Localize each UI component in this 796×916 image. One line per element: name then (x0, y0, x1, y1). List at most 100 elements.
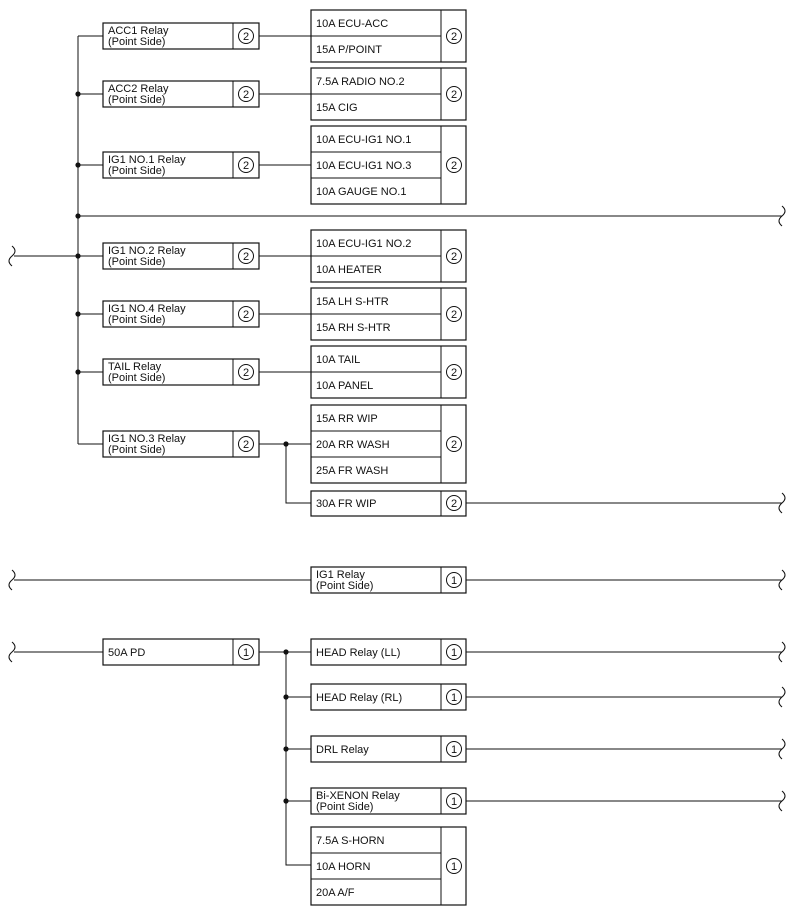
connector-number-icon (238, 436, 254, 452)
relay-head-rl: HEAD Relay (RL) 1 (310, 683, 467, 711)
break-symbol (778, 790, 786, 812)
wire-ig1no3-branch (285, 444, 311, 504)
fuse-group-horn: 7.5A S-HORN 10A HORN 20A A/F 1 (310, 826, 467, 906)
relay-ig1no3: IG1 NO.3 Relay (Point Side) 2 (102, 430, 260, 458)
relay-acc1: ACC1 Relay (Point Side) 2 (102, 22, 260, 50)
connector-number: 1 (451, 647, 457, 659)
relay-head-ll: HEAD Relay (LL) 1 (310, 638, 467, 666)
connector-number: 2 (243, 439, 249, 451)
break-symbol (778, 569, 786, 591)
connector-number: 1 (451, 861, 457, 873)
fuse-label: 10A ECU-IG1 NO.3 (316, 160, 411, 172)
relay-drl: DRL Relay 1 (310, 735, 467, 763)
junction-dot (75, 91, 81, 97)
relay-sublabel: (Point Side) (108, 36, 165, 48)
connector-number-icon (238, 248, 254, 264)
connector-number-icon (446, 495, 462, 511)
connector-number-icon (446, 436, 462, 452)
connector-number: 2 (243, 309, 249, 321)
fuse-label: 10A ECU-ACC (316, 18, 388, 30)
break-symbols (8, 205, 786, 812)
break-symbol (8, 641, 16, 663)
relay-label: DRL Relay (316, 744, 369, 756)
relay-tail: TAIL Relay (Point Side) 2 (102, 358, 260, 386)
connector-number: 1 (243, 647, 249, 659)
relay-label: IG1 NO.2 Relay (108, 245, 186, 257)
relay-label: ACC1 Relay (108, 25, 169, 37)
connector-number: 1 (451, 575, 457, 587)
fuse-label: 10A HORN (316, 861, 370, 873)
connector-number-icon (446, 572, 462, 588)
connector-number: 1 (451, 692, 457, 704)
break-symbol (8, 245, 16, 267)
junction-dot (75, 369, 81, 375)
relay-label: IG1 NO.3 Relay (108, 433, 186, 445)
connector-number: 2 (451, 367, 457, 379)
connector-number: 2 (243, 251, 249, 263)
relay-label: HEAD Relay (RL) (316, 692, 402, 704)
connector-number: 2 (243, 160, 249, 172)
junction-dot (283, 798, 289, 804)
fuse-group-ig1no4: 15A LH S-HTR 15A RH S-HTR 2 (310, 287, 467, 341)
fuse-label: 20A A/F (316, 887, 355, 899)
lower-wiring (14, 579, 782, 866)
relay-label: ACC2 Relay (108, 83, 169, 95)
relay-sublabel: (Point Side) (108, 314, 165, 326)
break-symbol (778, 205, 786, 227)
connector-number-icon (238, 157, 254, 173)
relay-sublabel: (Point Side) (108, 256, 165, 268)
connector-number-icon (238, 306, 254, 322)
fuse-group-frwip: 30A FR WIP 2 (310, 490, 467, 517)
junction-dot (75, 253, 81, 259)
junction-dot (75, 311, 81, 317)
relay-label: 50A PD (108, 647, 145, 659)
relay-ig1no1: IG1 NO.1 Relay (Point Side) 2 (102, 151, 260, 179)
relay-sublabel: (Point Side) (316, 801, 373, 813)
relay-acc2: ACC2 Relay (Point Side) 2 (102, 80, 260, 108)
junction-dot (283, 649, 289, 655)
fuse-group-ig1no1: 10A ECU-IG1 NO.1 10A ECU-IG1 NO.3 10A GA… (310, 125, 467, 205)
connector-number-icon (446, 858, 462, 874)
fuse-label: 10A GAUGE NO.1 (316, 186, 406, 198)
relay-label: IG1 NO.4 Relay (108, 303, 186, 315)
relay-ig1no4: IG1 NO.4 Relay (Point Side) 2 (102, 300, 260, 328)
connector-number: 2 (243, 31, 249, 43)
fuse-label: 15A CIG (316, 102, 358, 114)
junction-dot (283, 694, 289, 700)
connector-number: 2 (451, 160, 457, 172)
connector-number-icon (446, 644, 462, 660)
connector-number: 1 (451, 796, 457, 808)
fuse-label: 10A PANEL (316, 380, 373, 392)
relay-sublabel: (Point Side) (108, 372, 165, 384)
break-symbol (778, 686, 786, 708)
junction-dots (75, 91, 289, 804)
fuse-label: 30A FR WIP (316, 498, 377, 510)
break-symbol (778, 738, 786, 760)
connector-number-icon (238, 86, 254, 102)
fuse-group-acc2: 7.5A RADIO NO.2 15A CIG 2 (310, 67, 467, 121)
relay-ig1no2: IG1 NO.2 Relay (Point Side) 2 (102, 242, 260, 270)
fuse-label: 10A ECU-IG1 NO.1 (316, 134, 411, 146)
fuse-label: 10A ECU-IG1 NO.2 (316, 238, 411, 250)
relay-label: TAIL Relay (108, 361, 162, 373)
break-symbol (8, 569, 16, 591)
connector-number: 1 (451, 744, 457, 756)
fuse-label: 15A RR WIP (316, 413, 378, 425)
connector-number-icon (238, 644, 254, 660)
fuse-pd50: 50A PD 1 (102, 638, 260, 666)
connector-number: 2 (243, 367, 249, 379)
junction-dot (75, 213, 81, 219)
relay-bixenon: Bi-XENON Relay (Point Side) 1 (310, 787, 467, 815)
fuse-label: 10A HEATER (316, 264, 382, 276)
fuse-group-tail: 10A TAIL 10A PANEL 2 (310, 345, 467, 399)
fuse-label: 20A RR WASH (316, 439, 390, 451)
fuse-label: 15A P/POINT (316, 44, 382, 56)
relay-label: Bi-XENON Relay (316, 790, 400, 802)
relay-label: IG1 Relay (316, 569, 365, 581)
connector-number-icon (446, 689, 462, 705)
relay-label: HEAD Relay (LL) (316, 647, 400, 659)
relay-sublabel: (Point Side) (108, 94, 165, 106)
fuse-label: 7.5A RADIO NO.2 (316, 76, 405, 88)
connector-number-icon (446, 364, 462, 380)
